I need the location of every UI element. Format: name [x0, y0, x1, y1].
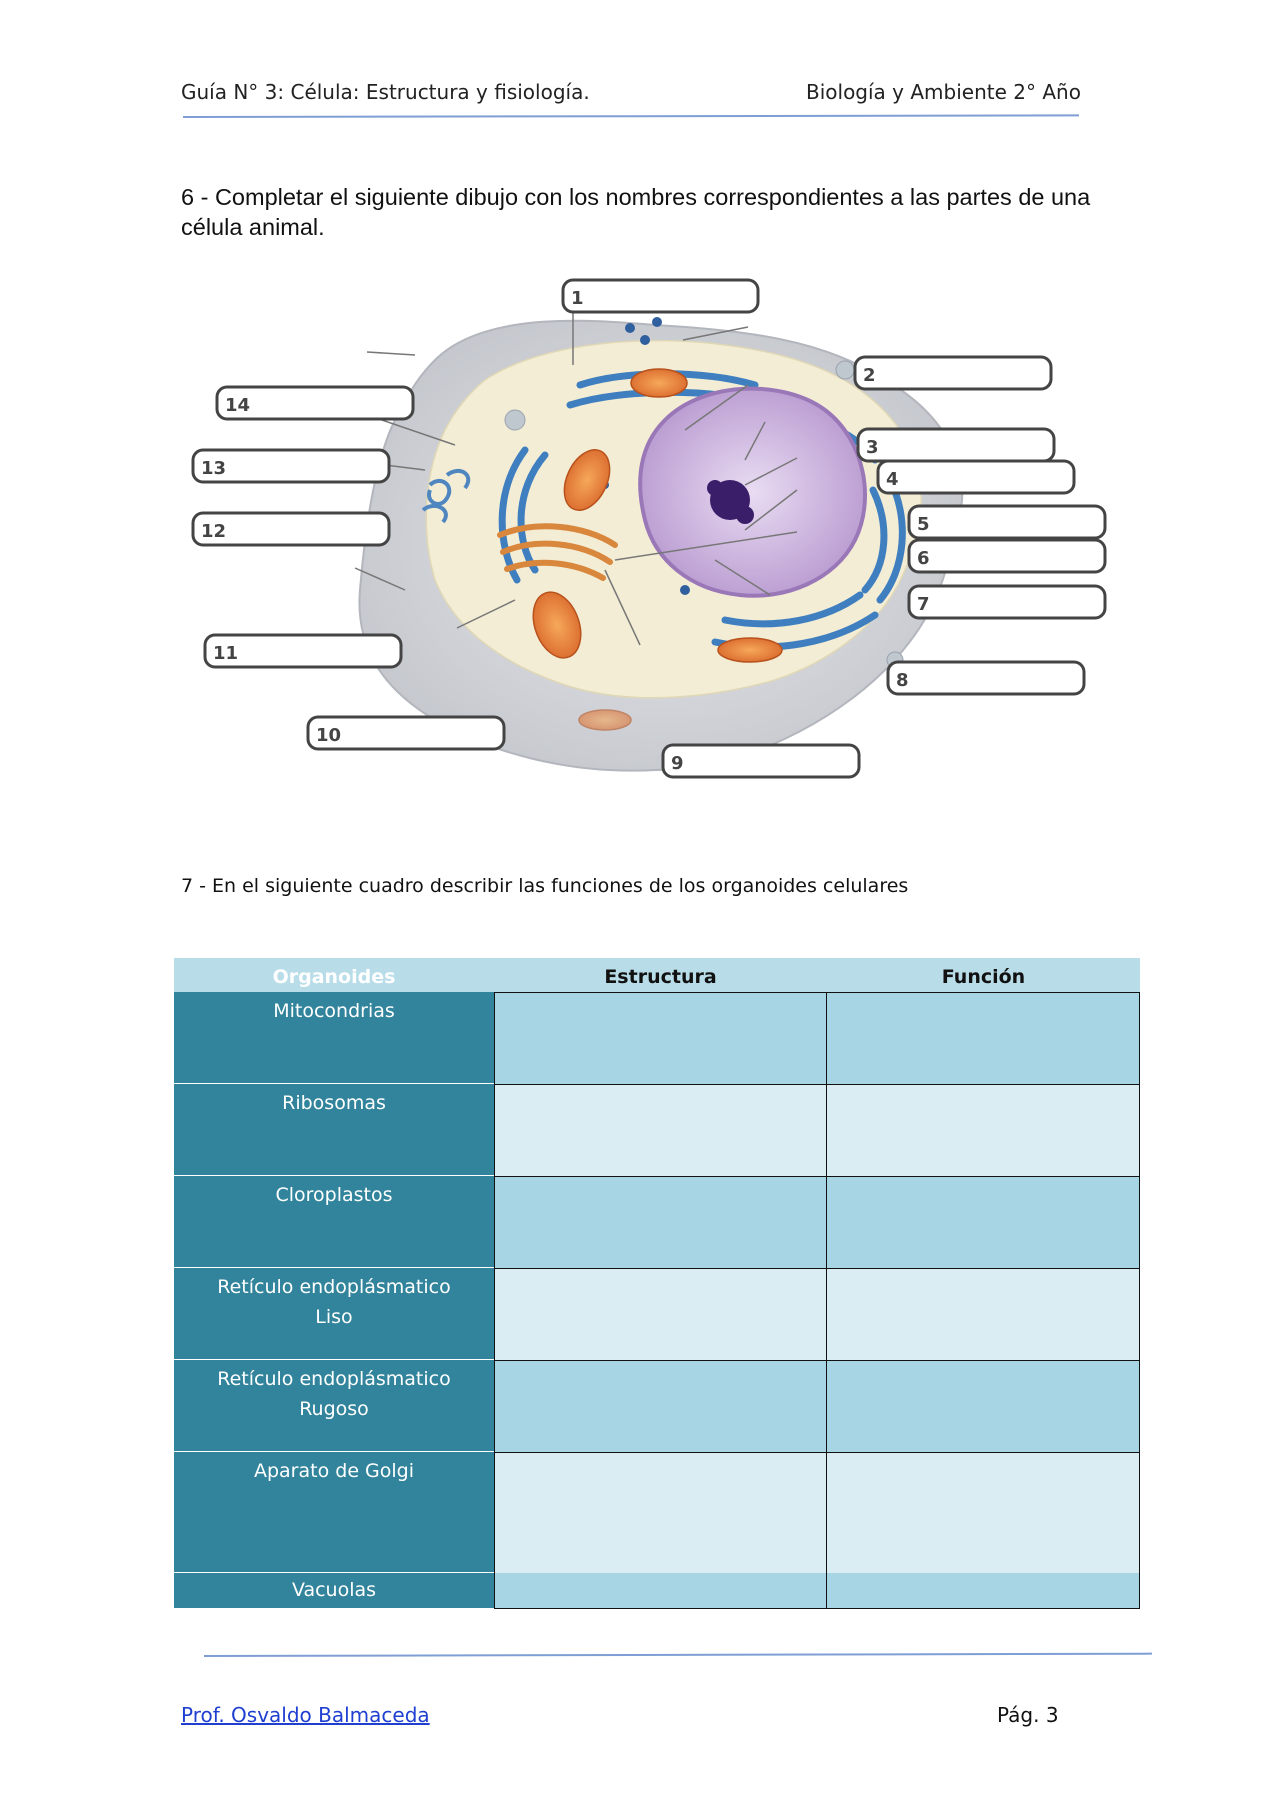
- table-row-funcion[interactable]: [826, 992, 1140, 1085]
- label-number: 12: [201, 521, 226, 542]
- leader-lines: [344, 310, 798, 646]
- label-boxes: [191, 278, 1107, 779]
- table-row-organoide: Ribosomas: [174, 1084, 494, 1176]
- header-subject: Biología y Ambiente 2° Año: [806, 80, 1081, 104]
- label-box-11: [203, 633, 403, 669]
- header-estructura: Estructura: [604, 966, 717, 988]
- table-row-funcion[interactable]: [826, 1360, 1140, 1453]
- header-rule: [182, 114, 1080, 118]
- label-number: 4: [886, 469, 899, 490]
- question-7-text: 7 - En el siguiente cuadro describir las…: [181, 875, 909, 897]
- label-box-6: [907, 538, 1107, 574]
- footer-rule: [203, 1652, 1152, 1657]
- label-box-13: [191, 448, 391, 484]
- label-box-5: [907, 504, 1107, 540]
- label-number: 9: [671, 753, 684, 774]
- label-number: 6: [917, 548, 930, 569]
- table-row-funcion[interactable]: [826, 1452, 1140, 1574]
- nucleus: [638, 386, 867, 598]
- header-funcion: Función: [941, 966, 1026, 988]
- smooth-er: [421, 468, 471, 524]
- table-row-funcion[interactable]: [826, 1573, 1140, 1609]
- table-row-estructura[interactable]: [494, 1268, 828, 1361]
- label-box-14: [215, 385, 415, 421]
- label-box-12: [191, 511, 391, 547]
- table-row-funcion[interactable]: [826, 1268, 1140, 1361]
- label-number: 10: [316, 725, 341, 746]
- table-row-organoide: Retículo endoplásmatico Rugoso: [174, 1360, 494, 1452]
- table-row-estructura[interactable]: [494, 1084, 828, 1177]
- label-number: 1: [571, 288, 584, 309]
- label-number: 11: [213, 643, 238, 664]
- question-6-text: 6 - Completar el siguiente dibujo con lo…: [181, 184, 1091, 240]
- table-row-organoide: Cloroplastos: [174, 1176, 494, 1268]
- label-box-4: [876, 459, 1076, 495]
- golgi-apparatus: [497, 523, 618, 581]
- label-number: 7: [917, 594, 930, 615]
- label-box-8: [886, 660, 1086, 696]
- table-row-organoide: Retículo endoplásmatico Liso: [174, 1268, 494, 1360]
- label-number: 5: [917, 514, 930, 535]
- label-number: 8: [896, 670, 909, 691]
- organoids-table: Organoides Estructura Función Mitocondri…: [174, 958, 1140, 1610]
- table-row-organoide: Mitocondrias: [174, 992, 494, 1084]
- label-number: 14: [225, 395, 250, 416]
- page-number: Pág. 3: [997, 1703, 1059, 1727]
- label-number: 3: [866, 437, 879, 458]
- label-box-9: [661, 743, 861, 779]
- header-organoides: Organoides: [272, 966, 396, 988]
- table-header-row: [174, 958, 1140, 992]
- table-row-funcion[interactable]: [826, 1176, 1140, 1269]
- table-row-estructura[interactable]: [494, 1176, 828, 1269]
- label-box-7: [907, 584, 1107, 620]
- author-link[interactable]: Prof. Osvaldo Balmaceda: [181, 1703, 430, 1727]
- table-row-estructura[interactable]: [494, 1452, 828, 1574]
- table-row-estructura[interactable]: [494, 1573, 828, 1609]
- label-number: 2: [863, 365, 876, 386]
- table-row-organoide: Vacuolas: [174, 1573, 494, 1608]
- header-title: Guía N° 3: Célula: Estructura y fisiolog…: [181, 80, 590, 104]
- label-box-3: [856, 427, 1056, 463]
- table-row-estructura[interactable]: [494, 992, 828, 1085]
- label-box-10: [306, 715, 506, 751]
- mitochondria: [532, 368, 783, 731]
- table-row-estructura[interactable]: [494, 1360, 828, 1453]
- animal-cell-diagram: 1 2 3 4 5 6 7 8 9 10 11 12 13 14: [191, 278, 1107, 779]
- table-row-organoide: Aparato de Golgi: [174, 1452, 494, 1573]
- label-box-2: [853, 355, 1053, 391]
- label-number: 13: [201, 458, 226, 479]
- label-box-1: [561, 278, 760, 314]
- table-row-funcion[interactable]: [826, 1084, 1140, 1177]
